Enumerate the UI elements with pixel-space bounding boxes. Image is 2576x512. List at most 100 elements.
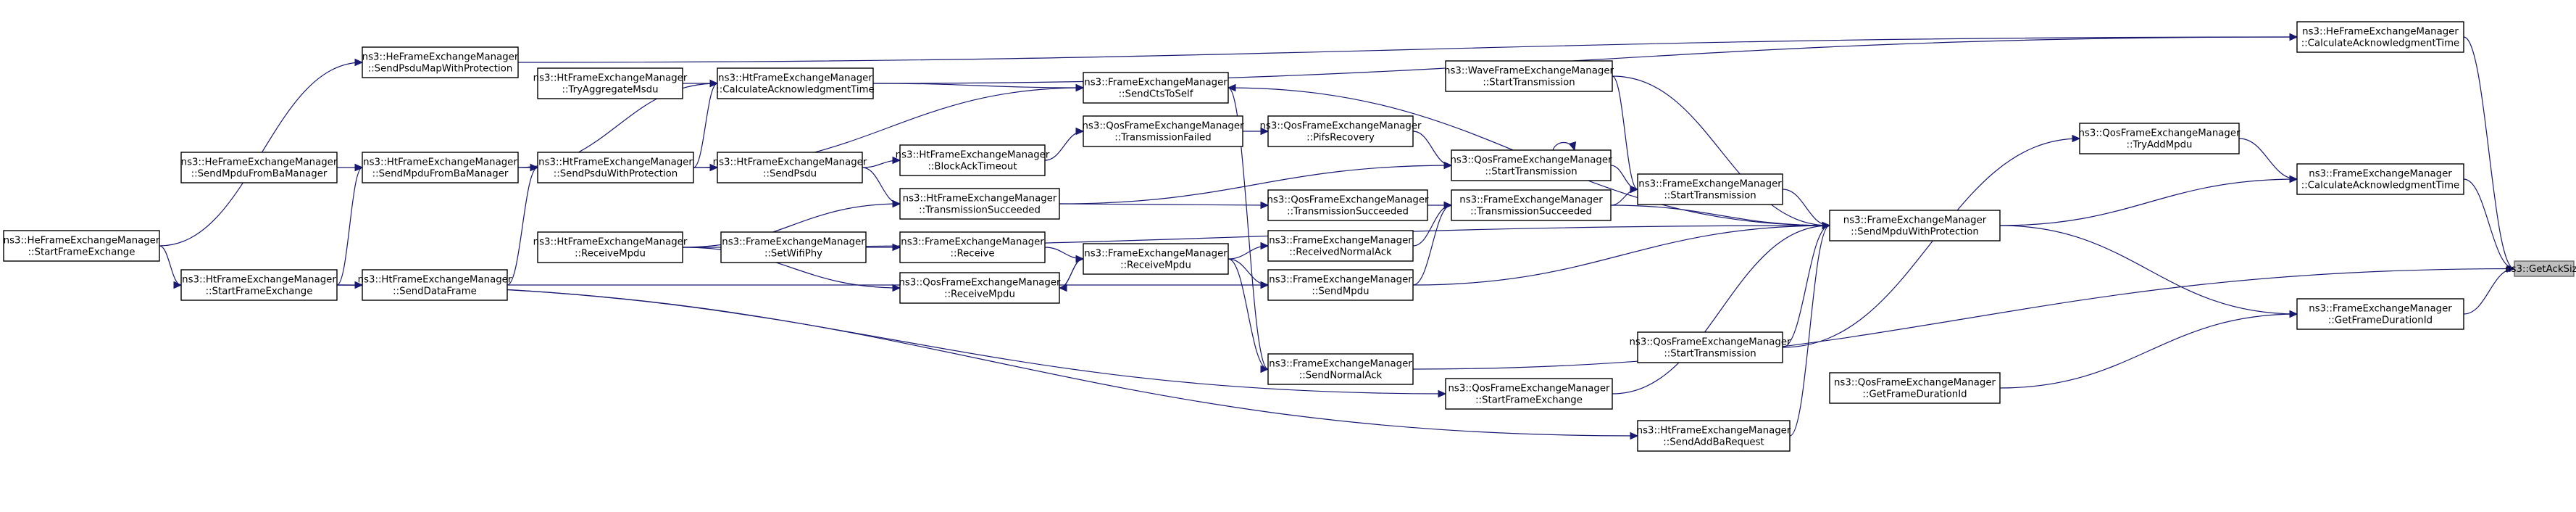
node-qosframeexchangemanager-transmissionfailed[interactable]: ns3::QosFrameExchangeManager::Transmissi… (1083, 115, 1245, 147)
call-edge-n5-to-n2 (1999, 175, 2298, 226)
call-edge-n20-to-n0 (1412, 265, 2516, 370)
call-edge-n19-to-n5 (1412, 221, 1831, 286)
node-box (1451, 189, 1612, 221)
node-htframeexchangemanager-calculateacknowledgmenttime[interactable]: ns3::HtFrameExchangeManager::CalculateAc… (716, 67, 875, 99)
call-edge-n9-to-n5 (1782, 221, 1831, 348)
call-edge-n31-to-n28 (682, 247, 901, 292)
node-class-label: ns3::QosFrameExchangeManager (1834, 378, 1996, 389)
node-htframeexchangemanager-sendpsdu[interactable]: ns3::HtFrameExchangeManager::SendPsdu (713, 152, 867, 183)
node-qosframeexchangemanager-starttransmission[interactable]: ns3::QosFrameExchangeManager::StartTrans… (1451, 149, 1613, 181)
node-class-label: ns3::QosFrameExchangeManager (1451, 155, 1613, 166)
node-method-label: ::SendMpduWithProtection (1851, 227, 1979, 238)
node-frameexchangemanager-sendnormalack[interactable]: ns3::FrameExchangeManager::SendNormalAck (1267, 353, 1414, 385)
node-frameexchangemanager-receivempdu[interactable]: ns3::FrameExchangeManager::ReceiveMpdu (1083, 243, 1229, 275)
node-box (1267, 230, 1414, 262)
call-edge-n6-to-n3 (1999, 310, 2298, 389)
node-box (180, 269, 338, 301)
call-edge-n36-to-n12 (336, 284, 1639, 440)
node-htframeexchangemanager-senddataframe[interactable]: ns3::HtFrameExchangeManager::SendDataFra… (358, 269, 512, 301)
node-box (720, 231, 867, 263)
call-edge-n34-to-n30 (507, 163, 539, 286)
node-box (899, 231, 1046, 263)
arrowhead (1630, 432, 1639, 440)
node-method-label: ::TransmissionSucceeded (1287, 207, 1409, 218)
node-htframeexchangemanager-blockacktimeout[interactable]: ns3::HtFrameExchangeManager::BlockAckTim… (896, 144, 1050, 176)
node-htframeexchangemanager-sendmpdufrombamanager[interactable]: ns3::HtFrameExchangeManager::SendMpduFro… (362, 152, 519, 183)
node-box (2296, 163, 2464, 195)
node-box (180, 152, 338, 183)
node-htframeexchangemanager-receivempdu[interactable]: ns3::HtFrameExchangeManager::ReceiveMpdu (533, 231, 688, 263)
call-edge-n15-to-n16 (1242, 127, 1270, 136)
node-method-label: ::ReceiveMpdu (944, 289, 1015, 300)
node-class-label: ns3::HeFrameExchangeManager (362, 52, 519, 63)
node-heframeexchangemanager-calculateacknowledgmenttime[interactable]: ns3::HeFrameExchangeManager::CalculateAc… (2296, 21, 2464, 53)
node-frameexchangemanager-sendmpduwithprotection[interactable]: ns3::FrameExchangeManager::SendMpduWithP… (1829, 210, 2001, 241)
node-htframeexchangemanager-sendaddbarequest[interactable]: ns3::HtFrameExchangeManager::SendAddBaRe… (1637, 420, 1791, 452)
arrowhead (1227, 83, 1236, 92)
node-class-label: ns3::QosFrameExchangeManager (1449, 384, 1611, 395)
node-method-label: ::SendAddBaRequest (1663, 437, 1764, 448)
call-edge-n31-to-n25 (682, 199, 901, 248)
arrowhead (1822, 221, 1831, 230)
node-method-label: ::StartFrameExchange (1475, 395, 1583, 406)
call-edge-n36-to-n33 (336, 163, 364, 286)
node-frameexchangemanager-calculateacknowledgmenttime[interactable]: ns3::FrameExchangeManager::CalculateAckn… (2296, 163, 2464, 195)
arrowhead (892, 199, 901, 208)
node-qosframeexchangemanager-starttransmission[interactable]: ns3::QosFrameExchangeManager::StartTrans… (1630, 331, 1792, 363)
node-waveframeexchangemanager-starttransmission[interactable]: ns3::WaveFrameExchangeManager::StartTran… (1444, 60, 1614, 92)
node-class-label: ns3::HtFrameExchangeManager (358, 275, 512, 286)
node-htframeexchangemanager-tryaggregatemsdu[interactable]: ns3::HtFrameExchangeManager::TryAggregat… (533, 67, 688, 99)
node-frameexchangemanager-setwifiphy[interactable]: ns3::FrameExchangeManager::SetWifiPhy (720, 231, 867, 263)
node-box (1267, 353, 1414, 385)
node-qosframeexchangemanager-receivempdu[interactable]: ns3::QosFrameExchangeManager::ReceiveMpd… (899, 272, 1062, 304)
node-qosframeexchangemanager-startframeexchange[interactable]: ns3::QosFrameExchangeManager::StartFrame… (1445, 378, 1613, 410)
node-heframeexchangemanager-sendmpdufrombamanager[interactable]: ns3::HeFrameExchangeManager::SendMpduFro… (180, 152, 338, 183)
node-htframeexchangemanager-startframeexchange[interactable]: ns3::HtFrameExchangeManager::StartFrameE… (180, 269, 338, 301)
node-method-label: ::CalculateAcknowledgmentTime (2301, 181, 2459, 191)
node-getacksize[interactable]: ns3::GetAckSize (2505, 260, 2576, 277)
node-htframeexchangemanager-sendpsduwithprotection[interactable]: ns3::HtFrameExchangeManager::SendPsduWit… (537, 152, 694, 183)
node-method-label: ::BlockAckTimeout (928, 162, 1017, 173)
node-frameexchangemanager-receive[interactable]: ns3::FrameExchangeManager::Receive (899, 231, 1046, 263)
node-box (717, 67, 874, 99)
node-frameexchangemanager-receivednormalack[interactable]: ns3::FrameExchangeManager::ReceivedNorma… (1267, 230, 1414, 262)
node-qosframeexchangemanager-pifsrecovery[interactable]: ns3::QosFrameExchangeManager::PifsRecove… (1260, 115, 1422, 147)
node-qosframeexchangemanager-tryaddmpdu[interactable]: ns3::QosFrameExchangeManager::TryAddMpdu (2079, 123, 2241, 154)
node-method-label: ::SendMpduFromBaManager (191, 169, 328, 180)
node-box (362, 46, 519, 78)
node-frameexchangemanager-getframedurationid[interactable]: ns3::FrameExchangeManager::GetFrameDurat… (2296, 298, 2464, 330)
call-edge-n5-to-n3 (1999, 225, 2298, 318)
node-class-label: ns3::HtFrameExchangeManager (533, 237, 688, 248)
node-heframeexchangemanager-startframeexchange[interactable]: ns3::HeFrameExchangeManager::StartFrameE… (3, 230, 160, 262)
node-qosframeexchangemanager-getframedurationid[interactable]: ns3::QosFrameExchangeManager::GetFrameDu… (1829, 372, 2001, 404)
node-method-label: ::SendMpdu (1312, 286, 1369, 297)
node-method-label: ::TransmissionSucceeded (919, 205, 1041, 216)
node-method-label: ::SendPsdu (763, 169, 817, 180)
node-frameexchangemanager-transmissionsucceeded[interactable]: ns3::FrameExchangeManager::TransmissionS… (1451, 189, 1612, 221)
node-htframeexchangemanager-transmissionsucceeded[interactable]: ns3::HtFrameExchangeManager::Transmissio… (899, 188, 1060, 220)
arrowhead (709, 79, 719, 88)
node-class-label: ns3::HeFrameExchangeManager (181, 157, 338, 168)
arrowhead (1075, 83, 1085, 92)
node-heframeexchangemanager-sendpsdumapwithprotection[interactable]: ns3::HeFrameExchangeManager::SendPsduMap… (362, 46, 519, 78)
call-edge-n29-to-n24 (862, 156, 901, 168)
node-frameexchangemanager-sendmpdu[interactable]: ns3::FrameExchangeManager::SendMpdu (1267, 269, 1414, 301)
node-box (2079, 123, 2240, 154)
call-edge-n30-to-n22 (693, 79, 719, 168)
node-qosframeexchangemanager-transmissionsucceeded[interactable]: ns3::QosFrameExchangeManager::Transmissi… (1267, 189, 1430, 221)
arrowhead (1443, 201, 1453, 210)
node-class-label: ns3::FrameExchangeManager (1269, 236, 1412, 247)
node-method-label: ::SendMpduFromBaManager (372, 169, 509, 180)
node-class-label: ns3::FrameExchangeManager (722, 237, 865, 248)
node-method-label: ::StartTransmission (1664, 349, 1756, 360)
node-class-label: ns3::HtFrameExchangeManager (903, 194, 1057, 205)
node-method-label: ::StartFrameExchange (206, 286, 313, 297)
node-box (362, 269, 508, 301)
node-method-label: ::SendCtsToSelf (1119, 89, 1193, 100)
node-class-label: ns3::HeFrameExchangeManager (4, 236, 160, 247)
node-frameexchangemanager-starttransmission[interactable]: ns3::FrameExchangeManager::StartTransmis… (1637, 173, 1783, 205)
node-frameexchangemanager-sendctstoself[interactable]: ns3::FrameExchangeManager::SendCtsToSelf (1083, 72, 1229, 104)
node-class-label: ns3::FrameExchangeManager (1269, 275, 1412, 286)
node-box (3, 230, 160, 262)
node-class-label: ns3::HtFrameExchangeManager (533, 73, 688, 84)
